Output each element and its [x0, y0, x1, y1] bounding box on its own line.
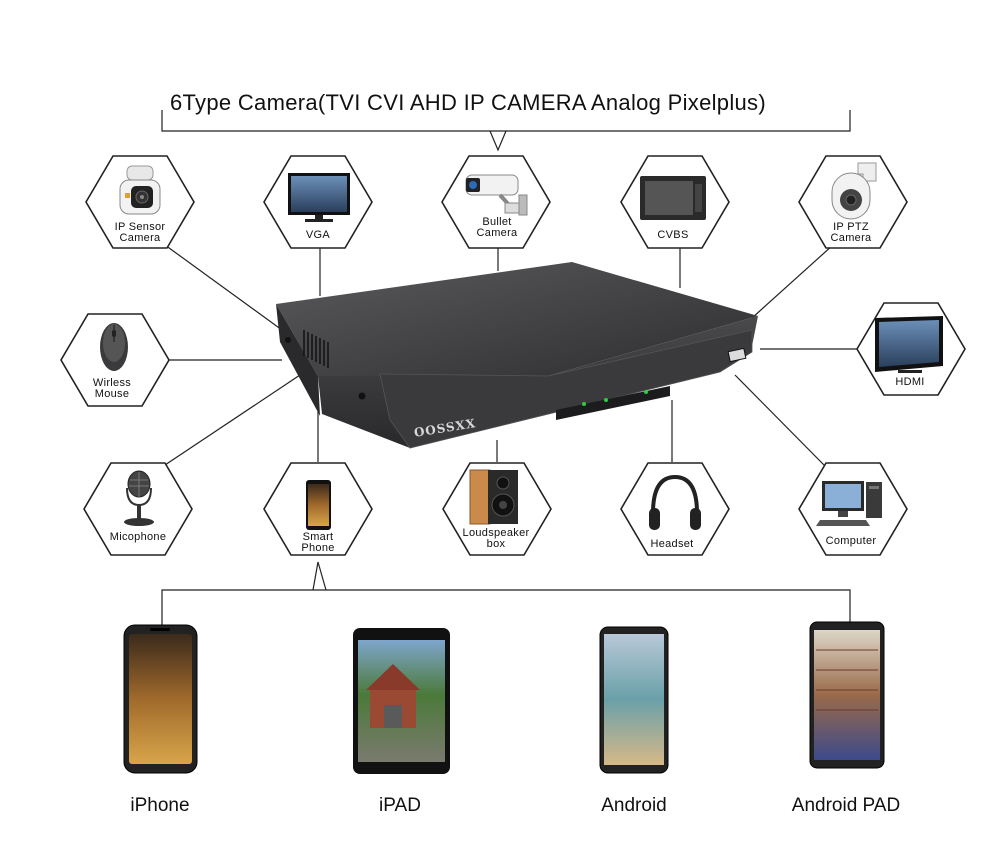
- vga-monitor-icon: [288, 173, 350, 222]
- title-bracket: [161, 110, 851, 152]
- ipad-device: [353, 628, 450, 774]
- headset-icon: [649, 474, 701, 530]
- cvbs-tv-icon: [640, 176, 706, 220]
- label-vga: VGA: [305, 229, 331, 241]
- page-title: 6Type Camera(TVI CVI AHD IP CAMERA Analo…: [170, 90, 766, 115]
- android-device: [599, 626, 669, 774]
- connector-lines: [161, 244, 857, 625]
- label-cvbs: CVBS: [657, 229, 689, 241]
- loudspeaker-icon: [469, 469, 518, 525]
- dvr-recorder: [276, 262, 758, 449]
- port-left: [285, 337, 291, 343]
- iphone-device: [123, 624, 198, 774]
- computer-icon: [816, 481, 882, 526]
- label-android-pad: Android PAD: [791, 795, 901, 816]
- label-android: Android: [601, 795, 667, 816]
- status-led: [582, 402, 586, 406]
- label-iphone: iPhone: [130, 795, 190, 816]
- port-front-left: [358, 392, 366, 400]
- hex-headset: [620, 462, 730, 556]
- status-led: [644, 390, 648, 394]
- label-computer: Computer: [825, 535, 877, 547]
- label-hdmi: HDMI: [895, 376, 925, 388]
- label-microphone: Micophone: [109, 531, 167, 543]
- hdmi-tv-icon: [875, 316, 943, 373]
- ip-sensor-camera-icon: [119, 165, 161, 215]
- smart-phone-icon: [306, 480, 331, 530]
- status-led: [604, 398, 608, 402]
- ip-ptz-camera-icon: [831, 162, 877, 220]
- microphone-icon: [124, 470, 154, 526]
- android-pad-device: [809, 621, 885, 769]
- wireless-mouse-icon: [100, 323, 128, 371]
- vent-grille: [303, 330, 329, 368]
- led-strip: [556, 386, 670, 420]
- label-ipad: iPAD: [379, 795, 421, 816]
- bullet-camera-icon: [465, 174, 528, 216]
- usb-port: [727, 347, 747, 363]
- label-headset: Headset: [650, 538, 694, 550]
